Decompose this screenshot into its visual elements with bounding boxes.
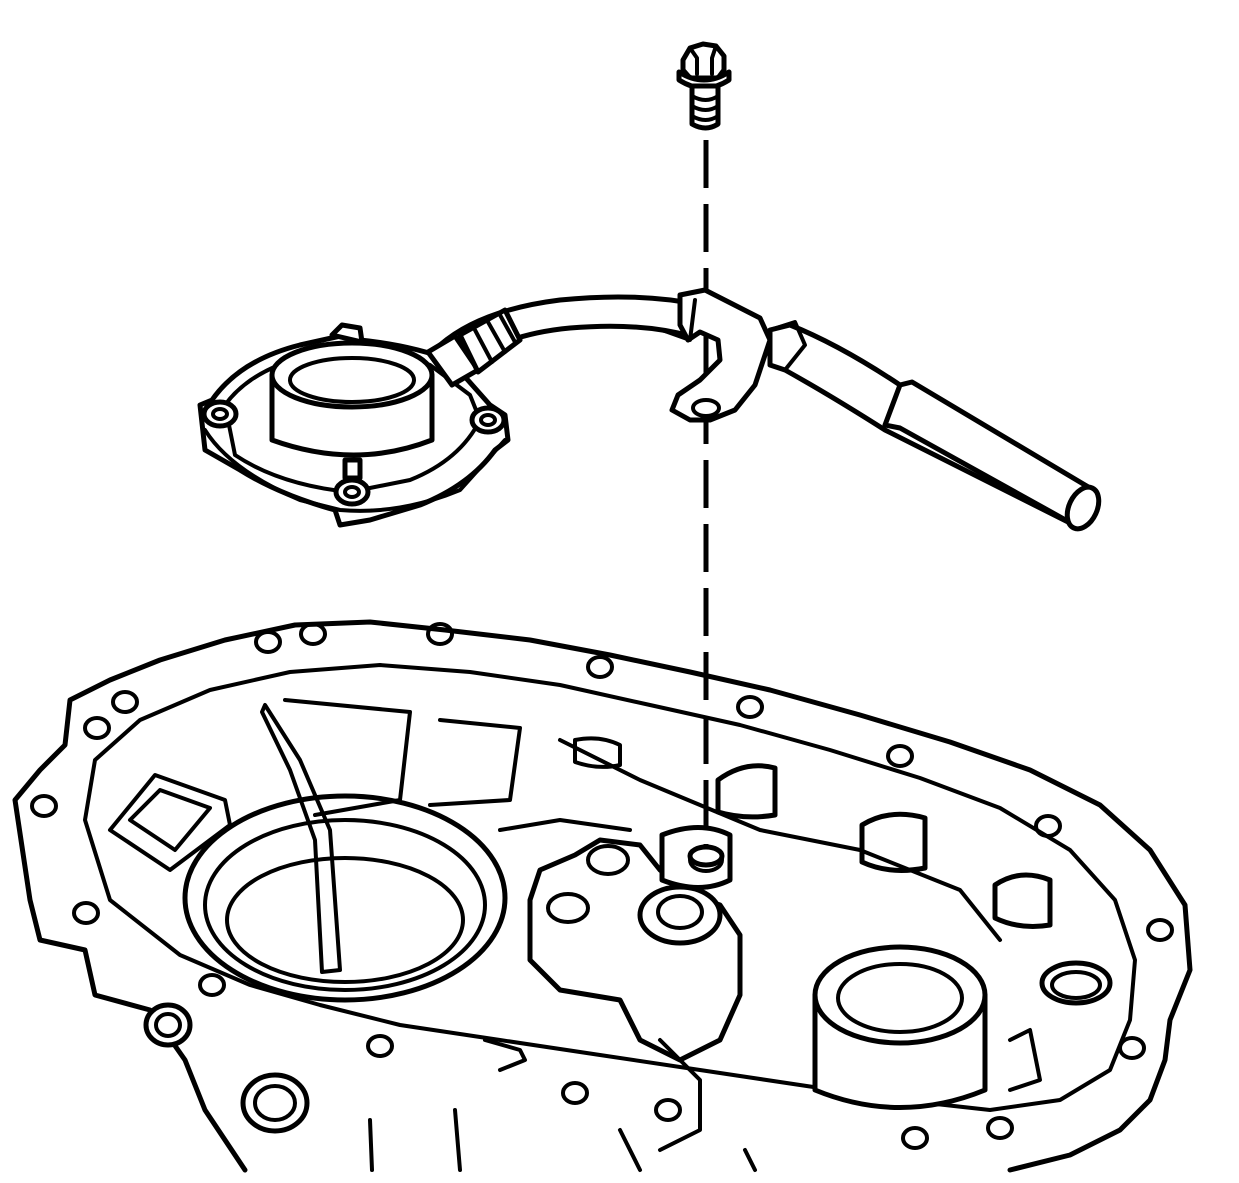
- bolt-hole: [426, 622, 454, 646]
- case-pad: [715, 763, 778, 820]
- tube-sleeve: [882, 379, 1093, 531]
- lower-web: [453, 1108, 462, 1172]
- tube-collar: [768, 320, 807, 372]
- mounting-bracket: [669, 287, 773, 423]
- o-ring-outer: [1039, 960, 1113, 1006]
- bolt-hole: [30, 794, 58, 818]
- boss-hole: [586, 844, 630, 876]
- case-bolt-holes: [30, 622, 1174, 1150]
- actuator-sleeve-top: [269, 340, 435, 410]
- hose-crimp: [473, 313, 517, 364]
- bolt-hole: [1118, 1036, 1146, 1060]
- case-strut: [260, 703, 342, 974]
- lower-web: [618, 1128, 642, 1172]
- bolt-hole: [83, 716, 111, 740]
- case-pad: [992, 872, 1053, 929]
- bolt-hole: [654, 1098, 682, 1122]
- bolt-hole: [198, 973, 226, 997]
- bearing-bore-outer: [182, 793, 508, 1003]
- bolt-hole: [886, 744, 914, 768]
- bolt-hole: [561, 1081, 589, 1105]
- bolt-hole: [366, 1034, 394, 1058]
- lower-web: [1008, 1028, 1042, 1092]
- lower-boss-hole: [154, 1012, 182, 1038]
- lower-web: [558, 738, 1002, 942]
- case-gasket-line: [83, 663, 1137, 1112]
- flange-tab: [333, 477, 371, 507]
- bolt-hole: [586, 655, 614, 679]
- bolt-thread: [690, 94, 720, 122]
- lower-boss-hole: [253, 1084, 297, 1122]
- flange-tab: [201, 399, 239, 429]
- bolt: [676, 41, 732, 131]
- actuator-sleeve-inner: [288, 356, 416, 404]
- bolt-hole: [254, 630, 282, 654]
- right-bore: [812, 944, 988, 1110]
- lower-boss: [143, 1002, 193, 1048]
- boss-hole: [546, 892, 590, 924]
- bracket-edge: [660, 298, 697, 342]
- bolt-hole: [736, 695, 764, 719]
- bearing-bore-floor: [225, 856, 465, 984]
- flange-tab: [469, 405, 507, 435]
- flange-tab-hole: [343, 485, 361, 499]
- case-rib-pocket: [108, 773, 232, 872]
- flange-nub: [342, 457, 363, 481]
- lower-web: [483, 1038, 527, 1072]
- clutch-actuator: [197, 287, 1102, 532]
- o-ring-inner: [1050, 970, 1102, 1000]
- transmission-case: [12, 619, 1193, 1173]
- case-pad: [573, 736, 622, 769]
- case-strut: [428, 718, 522, 807]
- bolt-hole: [299, 622, 327, 646]
- lower-web: [498, 818, 632, 832]
- bracket-bolt-hole: [691, 398, 721, 418]
- tube-end: [1064, 484, 1102, 532]
- bolt-hole: [72, 901, 100, 925]
- main-bearing-bore: [182, 793, 508, 1003]
- bolt-hole: [1034, 814, 1062, 838]
- right-bore-rim: [812, 944, 988, 1046]
- right-bore-inner: [836, 962, 964, 1034]
- bolt-hole: [1146, 918, 1174, 942]
- bearing-bore-inner: [203, 818, 487, 992]
- actuator-flange-edge: [203, 428, 507, 513]
- bolt-hole: [111, 690, 139, 714]
- target-bolt-hole: [687, 844, 725, 868]
- boss-bore: [656, 894, 704, 930]
- bolt-head-facet: [688, 44, 718, 76]
- bolt-hole: [901, 1126, 929, 1150]
- flange-nub: [329, 322, 365, 345]
- flange-tab-hole: [479, 413, 497, 427]
- case-strut: [283, 698, 412, 817]
- lower-web: [368, 1118, 374, 1172]
- lower-web: [658, 1038, 702, 1152]
- lower-web: [743, 1148, 757, 1172]
- flange-tab-hole: [211, 407, 229, 421]
- hydraulic-line: [437, 294, 723, 348]
- o-ring-seal: [1039, 960, 1113, 1006]
- bolt-hole: [986, 1116, 1014, 1140]
- case-rib-pocket: [128, 788, 212, 852]
- lower-boss: [240, 1072, 310, 1134]
